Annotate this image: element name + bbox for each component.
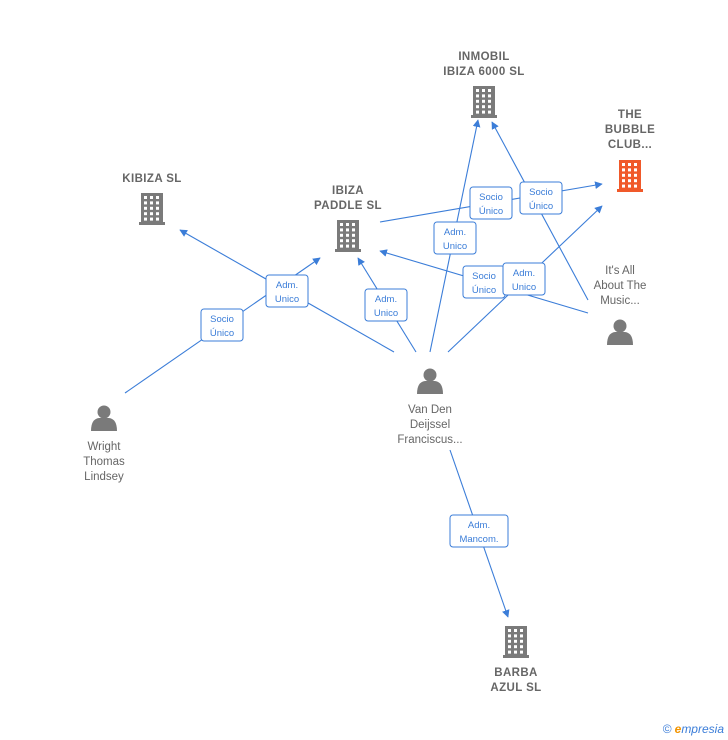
company-node-kibiza[interactable]: KIBIZA SL [122, 173, 181, 225]
relation-badge-text: Mancom. [459, 534, 498, 545]
relation-badge-box [502, 262, 546, 296]
relation-badge-e9[interactable]: Adm. Mancom. [449, 514, 509, 548]
nodes-layer: INMOBIL IBIZA 6000 SL THE BUBBLE CLUB... KIBI… [83, 51, 655, 694]
relation-badge-box [200, 308, 244, 342]
relation-badge-text: Adm. [513, 268, 535, 279]
footer-brand: © empresia [663, 722, 724, 736]
relation-badge-box [433, 221, 477, 255]
building-icon [139, 193, 165, 225]
company-bubble-label-line: THE [618, 109, 642, 121]
relation-badge-box [364, 288, 408, 322]
company-paddle-label-line: PADDLE SL [314, 200, 382, 212]
relation-badge-e1[interactable]: Adm. Unico [265, 274, 309, 308]
relation-badge-text: Unico [512, 282, 536, 293]
person-icon [417, 368, 443, 394]
company-node-barba[interactable]: BARBA AZUL SL [490, 626, 541, 694]
relation-badge-text: Único [472, 285, 496, 296]
relation-badge-text: Unico [275, 294, 299, 305]
building-icon [503, 626, 529, 658]
badges-layer: Adm.UnicoSocioÚnicoAdm.UnicoAdm.UnicoSoc… [200, 181, 563, 548]
company-paddle-label-line: IBIZA [332, 185, 364, 197]
building-icon [471, 86, 497, 118]
relation-badge-text: Adm. [468, 520, 490, 531]
company-barba-label-line: BARBA [494, 667, 538, 679]
person-node-vanden[interactable]: Van DenDeijsselFranciscus... [397, 368, 463, 447]
person-itsall-label-line: Music... [600, 295, 640, 307]
person-vanden-label-line: Franciscus... [397, 434, 462, 446]
company-inmobil-label-line: INMOBIL [458, 51, 509, 63]
person-vanden-label-line: Deijssel [410, 419, 450, 431]
company-bubble-label-line: BUBBLE [605, 124, 655, 136]
relation-badge-text: Socio [472, 271, 496, 282]
relation-badge-box [519, 181, 563, 215]
relation-badge-box [469, 186, 513, 220]
building-icon [617, 160, 643, 192]
brand-logo-e: e [674, 722, 682, 736]
person-itsall-label-line: About The [594, 280, 647, 292]
relation-badge-box [265, 274, 309, 308]
relation-badge-e3[interactable]: Adm. Unico [364, 288, 408, 322]
relation-badge-e8[interactable]: Adm. Unico [502, 262, 546, 296]
person-wright-label-line: Wright [87, 441, 121, 453]
company-inmobil-label-line: IBIZA 6000 SL [443, 66, 524, 78]
building-icon [335, 220, 361, 252]
person-vanden-label-line: Van Den [408, 404, 452, 416]
company-bubble-label-line: CLUB... [608, 139, 652, 151]
relation-badge-text: Único [210, 328, 234, 339]
company-node-paddle[interactable]: IBIZA PADDLE SL [314, 185, 382, 252]
company-barba-label-line: AZUL SL [490, 682, 541, 694]
company-node-inmobil[interactable]: INMOBIL IBIZA 6000 SL [443, 51, 524, 118]
company-kibiza-label-line: KIBIZA SL [122, 173, 181, 185]
brand-logo-text: mpresia [681, 722, 724, 736]
relation-badge-text: Adm. [276, 280, 298, 291]
relation-badge-text: Adm. [444, 227, 466, 238]
relation-badge-text: Unico [374, 308, 398, 319]
person-wright-label-line: Thomas [83, 456, 125, 468]
brand-logo[interactable]: empresia [675, 722, 724, 736]
relation-badge-text: Socio [210, 314, 234, 325]
relation-badge-box [449, 514, 509, 548]
relation-badge-text: Único [479, 206, 503, 217]
relation-badge-text: Adm. [375, 294, 397, 305]
relation-badge-text: Socio [479, 192, 503, 203]
person-icon [91, 405, 117, 431]
company-node-bubble[interactable]: THE BUBBLE CLUB... [605, 109, 655, 192]
relation-badge-text: Único [529, 201, 553, 212]
person-wright-label-line: Lindsey [84, 471, 124, 483]
copyright-symbol: © [662, 722, 672, 736]
person-icon [607, 319, 633, 345]
relation-badge-text: Unico [443, 241, 467, 252]
relation-badge-text: Socio [529, 187, 553, 198]
person-itsall-label-line: It's All [605, 265, 635, 277]
relation-badge-e4[interactable]: Adm. Unico [433, 221, 477, 255]
